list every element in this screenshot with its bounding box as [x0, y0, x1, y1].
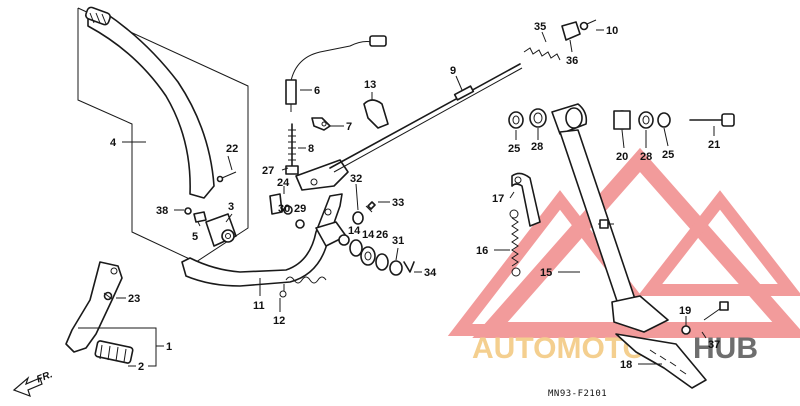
front-direction-indicator: FR.	[12, 369, 54, 398]
callout-7: 7	[346, 121, 352, 133]
callout-21: 21	[708, 139, 720, 151]
callout-18: 18	[620, 359, 632, 371]
callout-36: 36	[566, 55, 578, 67]
spring-stay-group	[509, 172, 541, 277]
callout-10: 10	[606, 25, 618, 37]
callout-11: 11	[253, 300, 265, 312]
kickstarter-group	[77, 6, 249, 263]
callout-17: 17	[492, 193, 504, 205]
callout-4: 4	[110, 137, 117, 149]
callout-34: 34	[424, 267, 437, 279]
callout-6: 6	[314, 85, 320, 97]
callout-38: 38	[156, 205, 168, 217]
callout-8: 8	[308, 143, 314, 155]
callout-16: 16	[476, 245, 488, 257]
pivot-hardware-group	[349, 201, 415, 276]
callout-22: 22	[226, 143, 238, 155]
callout-27: 27	[262, 165, 274, 177]
callout-20: 20	[616, 151, 628, 163]
callout-37: 37	[708, 339, 720, 351]
callout-28a: 28	[531, 141, 543, 153]
callout-14a: 14	[348, 225, 361, 237]
callout-25b: 25	[662, 149, 674, 161]
callout-14b: 14	[362, 229, 375, 241]
callout-15: 15	[540, 267, 552, 279]
front-label: FR.	[35, 369, 54, 385]
callout-13: 13	[364, 79, 376, 91]
callout-1: 1	[166, 341, 172, 353]
watermark-word-1: AUTOMOTO	[472, 332, 646, 365]
front-arrow-icon	[12, 376, 43, 398]
callout-19: 19	[679, 305, 691, 317]
callout-31: 31	[392, 235, 404, 247]
callout-3: 3	[228, 201, 234, 213]
callout-23: 23	[128, 293, 140, 305]
cable-group	[329, 19, 597, 173]
callout-12: 12	[273, 315, 285, 327]
callout-29: 29	[294, 203, 306, 215]
watermark-logo: AUTOMOTO HUB	[447, 147, 800, 365]
callout-5: 5	[192, 231, 198, 243]
callout-32: 32	[350, 173, 362, 185]
callout-25a: 25	[508, 143, 520, 155]
watermark-word-2: HUB	[693, 332, 758, 365]
callouts: 4 22 38 5 3 23 1 2 11 12 6 7 8 13 27 24	[78, 21, 720, 373]
callout-24: 24	[277, 177, 290, 189]
callout-33: 33	[392, 197, 404, 209]
callout-9: 9	[450, 65, 456, 77]
diagram-code: MN93-F2101	[548, 389, 607, 399]
callout-35: 35	[534, 21, 546, 33]
callout-30: 30	[278, 203, 290, 215]
switch-group	[285, 35, 389, 131]
callout-2: 2	[138, 361, 144, 373]
callout-26: 26	[376, 229, 388, 241]
brake-pedal-group	[181, 123, 350, 298]
step-bar-group	[508, 103, 735, 389]
callout-28b: 28	[640, 151, 652, 163]
shift-pedal-group	[65, 261, 134, 364]
